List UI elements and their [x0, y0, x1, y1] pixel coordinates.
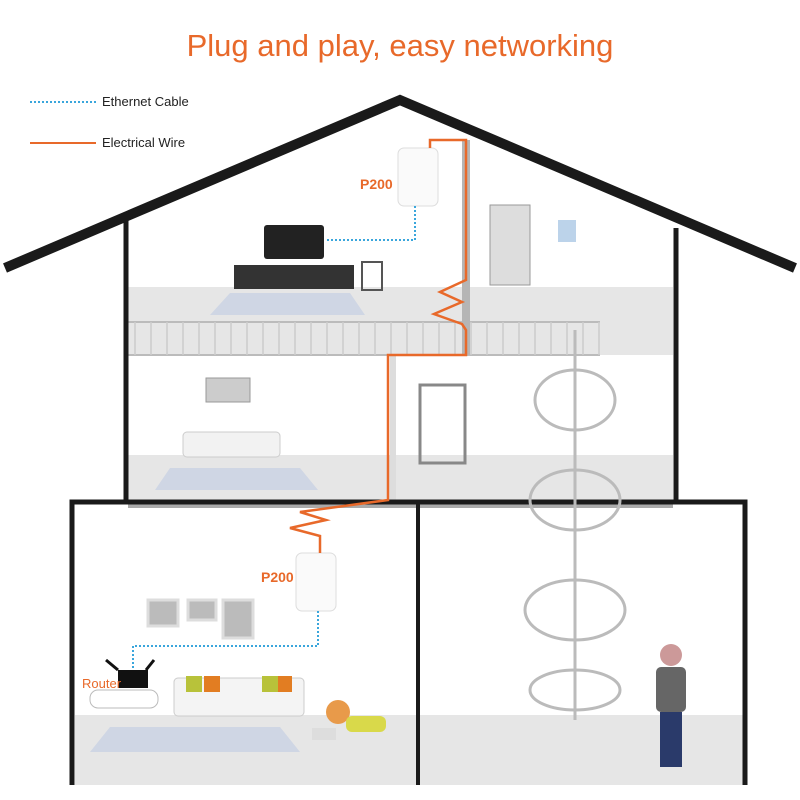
- legend-label: Ethernet Cable: [102, 94, 189, 109]
- radiator-icon: [489, 204, 531, 286]
- photo-frame-icon: [186, 598, 218, 622]
- cushion-icon: [262, 676, 278, 692]
- side-table-icon: [89, 689, 159, 709]
- window-icon: [558, 220, 576, 242]
- p200-adapter-upper: [397, 147, 439, 207]
- ethernet-line-swatch: [30, 100, 96, 103]
- cushion-icon: [204, 676, 220, 692]
- page-title: Plug and play, easy networking: [186, 28, 614, 63]
- roof: [3, 94, 797, 273]
- child-icon: [312, 700, 386, 740]
- picture-icon: [205, 377, 251, 403]
- lamp-table-icon: [361, 261, 383, 291]
- cushion-icon: [278, 676, 292, 692]
- rug: [90, 727, 300, 752]
- ethernet-cable: [326, 206, 416, 241]
- ethernet-cable: [132, 611, 319, 670]
- person-icon: [656, 644, 686, 767]
- legend-label: Electrical Wire: [102, 135, 186, 150]
- router-antenna: [144, 659, 156, 671]
- electrical-wire: [289, 138, 468, 553]
- lower-house-outline: [69, 499, 748, 785]
- legend-electrical-wire: Electrical Wire: [30, 135, 185, 150]
- railing: [128, 321, 600, 356]
- sofa-icon: [182, 431, 281, 458]
- router-icon: [118, 670, 148, 688]
- electrical-line-swatch: [30, 141, 96, 144]
- tv-stand: [234, 265, 354, 289]
- p200-label-upper: P200: [360, 176, 393, 192]
- photo-frame-icon: [221, 598, 255, 640]
- laptop-icon: [312, 728, 336, 740]
- room-divider: [390, 355, 396, 500]
- cushion-icon: [186, 676, 202, 692]
- photo-frame-icon: [146, 598, 180, 628]
- p200-label-lower: P200: [261, 569, 294, 585]
- router-antenna: [105, 658, 119, 672]
- router-label: Router: [82, 676, 122, 691]
- railing-balusters: [134, 322, 600, 355]
- p200-adapter-lower: [295, 552, 337, 612]
- ground-floor-right: [420, 715, 743, 785]
- bookshelf-icon: [418, 383, 467, 465]
- spiral-staircase-icon: [523, 330, 627, 720]
- rug: [210, 293, 365, 315]
- legend-ethernet-cable: Ethernet Cable: [30, 94, 189, 109]
- tv-icon: [264, 225, 324, 259]
- rug: [155, 468, 318, 490]
